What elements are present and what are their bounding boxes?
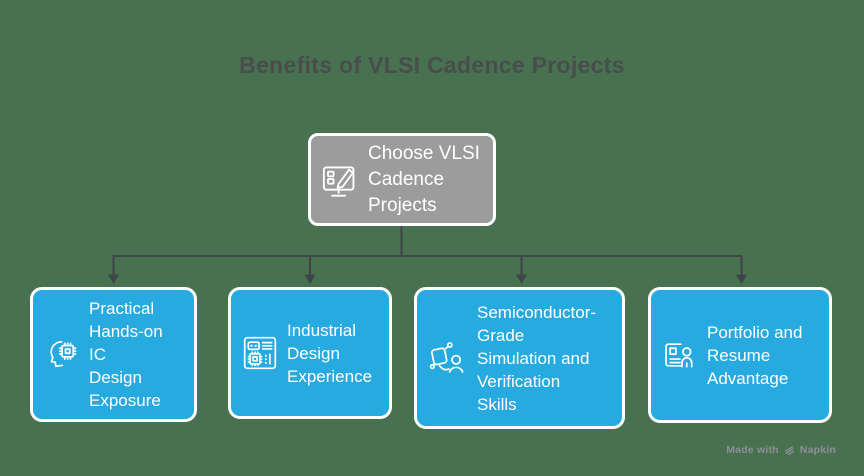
root-node-label: Choose VLSI Cadence Projects <box>368 142 480 216</box>
resume-person-icon <box>662 337 698 373</box>
monitor-pencil-icon <box>322 160 359 199</box>
diagram-title: Benefits of VLSI Cadence Projects <box>239 52 625 78</box>
head-chip-icon <box>44 337 80 373</box>
benefit-node-portfolio-advantage: Portfolio and Resume Advantage <box>648 287 832 423</box>
circuit-board-icon <box>242 335 278 371</box>
watermark-prefix: Made with <box>726 443 779 456</box>
benefit-node-label: Portfolio and Resume Advantage <box>707 322 803 388</box>
benefit-node-industrial-experience: Industrial Design Experience <box>228 287 392 419</box>
watermark: Made with Napkin <box>726 443 836 456</box>
benefit-node-label: Industrial Design Experience <box>287 320 373 386</box>
napkin-logo-icon <box>783 443 796 456</box>
benefit-node-label: Practical Hands-on IC Design Exposure <box>89 299 163 410</box>
benefit-node-practical-exposure: Practical Hands-on IC Design Exposure <box>30 287 197 422</box>
benefit-node-label: Semiconductor- Grade Simulation and Veri… <box>477 302 597 414</box>
benefit-node-simulation-skills: Semiconductor- Grade Simulation and Veri… <box>414 287 625 429</box>
root-node-choose-vlsi: Choose VLSI Cadence Projects <box>308 133 496 226</box>
molecule-person-icon <box>428 340 468 376</box>
watermark-brand: Napkin <box>799 443 836 456</box>
